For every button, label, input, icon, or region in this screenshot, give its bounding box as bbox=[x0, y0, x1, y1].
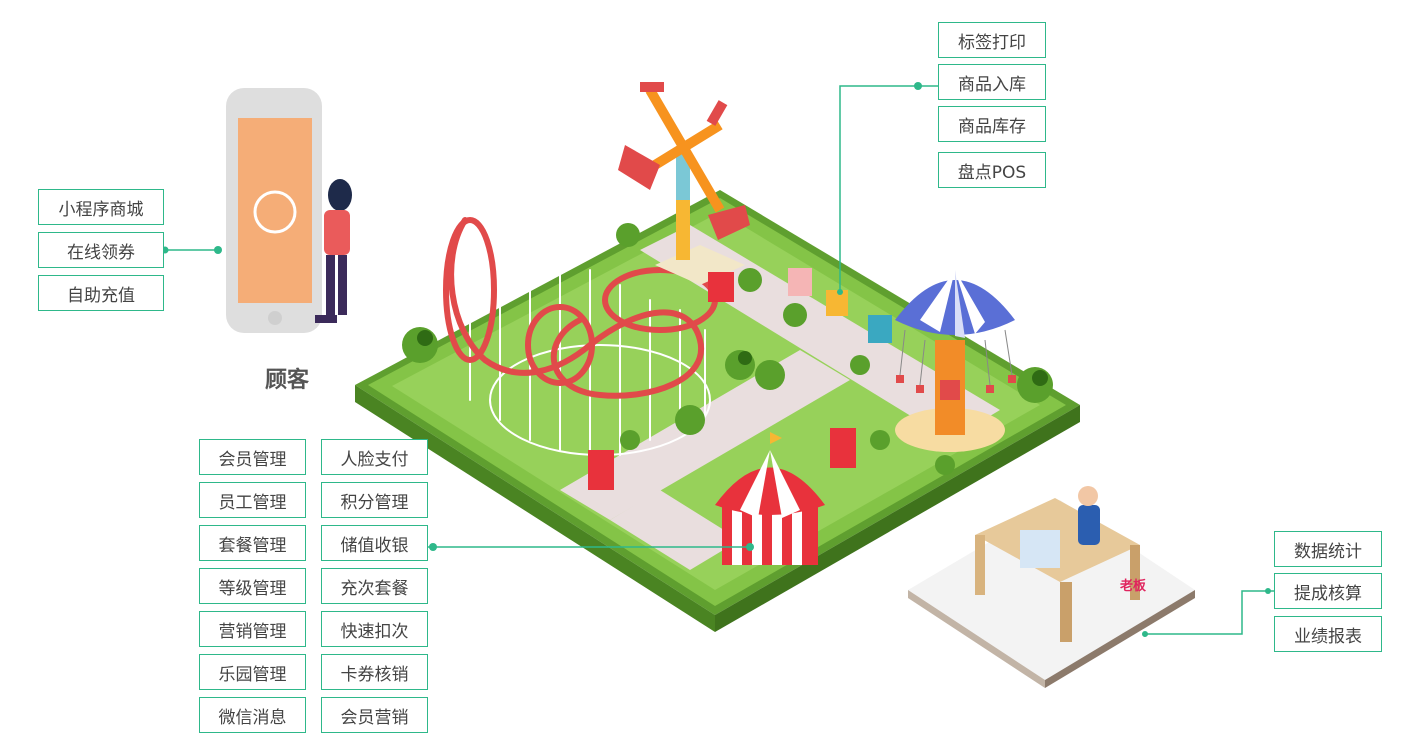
store-feature-goods-inbound[interactable]: 商品入库 bbox=[938, 64, 1046, 100]
mgmt-member-marketing[interactable]: 会员营销 bbox=[321, 697, 428, 733]
trees bbox=[402, 223, 1053, 475]
store-feature-goods-stock[interactable]: 商品库存 bbox=[938, 106, 1046, 142]
connectors bbox=[165, 85, 1274, 635]
mgmt-quick-deduct[interactable]: 快速扣次 bbox=[321, 611, 428, 647]
swing-carousel bbox=[895, 270, 1016, 452]
mgmt-face-pay[interactable]: 人脸支付 bbox=[321, 439, 428, 475]
customer-feature-mini-program-mall[interactable]: 小程序商城 bbox=[38, 189, 164, 225]
mgmt-times-package[interactable]: 充次套餐 bbox=[321, 568, 428, 604]
kiosks bbox=[588, 268, 892, 490]
mgmt-package[interactable]: 套餐管理 bbox=[199, 525, 306, 561]
store-feature-label-print[interactable]: 标签打印 bbox=[938, 22, 1046, 58]
mgmt-staff[interactable]: 员工管理 bbox=[199, 482, 306, 518]
roller-coaster bbox=[443, 217, 718, 461]
customer-feature-online-coupon[interactable]: 在线领券 bbox=[38, 232, 164, 268]
customer-caption: 顾客 bbox=[265, 368, 310, 393]
connector-dots bbox=[161, 82, 1271, 637]
boss-figure bbox=[908, 486, 1195, 688]
boss-feature-data-stats[interactable]: 数据统计 bbox=[1274, 531, 1382, 567]
mgmt-marketing[interactable]: 营销管理 bbox=[199, 611, 306, 647]
boss-tag: 老板 bbox=[1120, 579, 1147, 594]
mgmt-coupon-verify[interactable]: 卡券核销 bbox=[321, 654, 428, 690]
mgmt-level[interactable]: 等级管理 bbox=[199, 568, 306, 604]
mgmt-stored-value-cashier[interactable]: 储值收银 bbox=[321, 525, 428, 561]
customer-figure bbox=[226, 88, 352, 333]
customer-feature-self-recharge[interactable]: 自助充值 bbox=[38, 275, 164, 311]
mgmt-member[interactable]: 会员管理 bbox=[199, 439, 306, 475]
boss-feature-performance-report[interactable]: 业绩报表 bbox=[1274, 616, 1382, 652]
circus-tent bbox=[715, 432, 825, 565]
mgmt-park[interactable]: 乐园管理 bbox=[199, 654, 306, 690]
mgmt-wechat-message[interactable]: 微信消息 bbox=[199, 697, 306, 733]
store-feature-inventory-pos[interactable]: 盘点POS bbox=[938, 152, 1046, 188]
mgmt-points[interactable]: 积分管理 bbox=[321, 482, 428, 518]
boss-feature-commission[interactable]: 提成核算 bbox=[1274, 573, 1382, 609]
